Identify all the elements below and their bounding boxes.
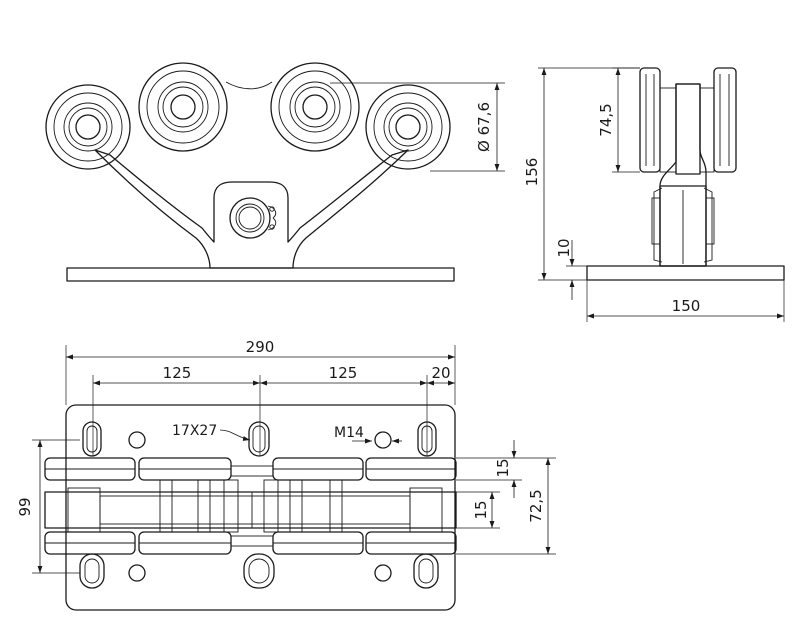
label-wheel-diameter: Ø 67,6 — [475, 102, 493, 152]
callout-thread: M14 — [334, 425, 402, 444]
label-inner-width: 72,5 — [527, 489, 545, 522]
slot-bottom-2 — [243, 553, 275, 589]
label-flange-thickness: 15 — [472, 500, 490, 519]
label-pitch-right: 125 — [329, 364, 358, 382]
side-wheel-left — [639, 67, 661, 173]
label-total-length: 290 — [246, 338, 275, 356]
front-bracket-body — [94, 149, 409, 269]
slot-top-2 — [248, 421, 270, 457]
label-plate-width: 99 — [16, 497, 34, 516]
dim-base-width: 150 — [586, 280, 785, 322]
front-view: Ø 67,6 — [45, 62, 505, 282]
top-base-plate — [65, 404, 456, 611]
front-wheel-3 — [270, 62, 360, 152]
dim-track-gap: 15 — [456, 440, 556, 498]
dim-side-total-height: 156 — [523, 67, 640, 281]
dim-base-thickness: 10 — [555, 238, 587, 300]
label-side-wheel-span: 74,5 — [597, 103, 615, 136]
front-base-plate — [66, 267, 455, 282]
dim-wheel-diameter: Ø 67,6 — [330, 82, 505, 172]
top-view: 290 125 125 20 17X27 M14 — [16, 338, 556, 611]
label-pitch-left: 125 — [163, 364, 192, 382]
callout-slot-size: 17X27 — [172, 423, 251, 441]
dim-side-wheel-span: 74,5 — [597, 67, 640, 173]
dim-hole-pitch: 125 125 20 — [92, 364, 455, 456]
top-wheel-row-lower — [44, 531, 457, 555]
front-center-boss — [229, 197, 277, 239]
slot-top-1 — [82, 421, 102, 457]
top-wheel-row-upper — [44, 457, 457, 481]
hole-bottom-right — [374, 564, 392, 582]
front-wheel-2 — [138, 62, 228, 152]
dim-inner-width: 72,5 — [456, 458, 556, 555]
top-central-bar — [44, 479, 457, 533]
hole-top-left — [128, 431, 146, 449]
hole-bottom-left — [128, 564, 146, 582]
dim-flange-thickness: 15 — [456, 491, 500, 529]
label-base-thickness: 10 — [555, 238, 573, 257]
front-wheel-4 — [365, 84, 451, 170]
side-base-plate — [586, 265, 785, 281]
side-wheel-right — [713, 67, 737, 173]
label-slot-size: 17X27 — [172, 423, 217, 439]
label-base-width: 150 — [672, 297, 701, 315]
label-side-total-height: 156 — [523, 158, 541, 187]
label-end-offset: 20 — [431, 364, 450, 382]
hole-top-right — [374, 431, 392, 449]
label-thread: M14 — [334, 425, 364, 441]
dim-plate-width: 99 — [16, 439, 80, 574]
dim-total-length: 290 — [65, 338, 456, 405]
front-wheel-1 — [45, 84, 131, 170]
side-view: 74,5 156 10 150 — [523, 67, 785, 322]
label-track-gap: 15 — [494, 458, 512, 477]
